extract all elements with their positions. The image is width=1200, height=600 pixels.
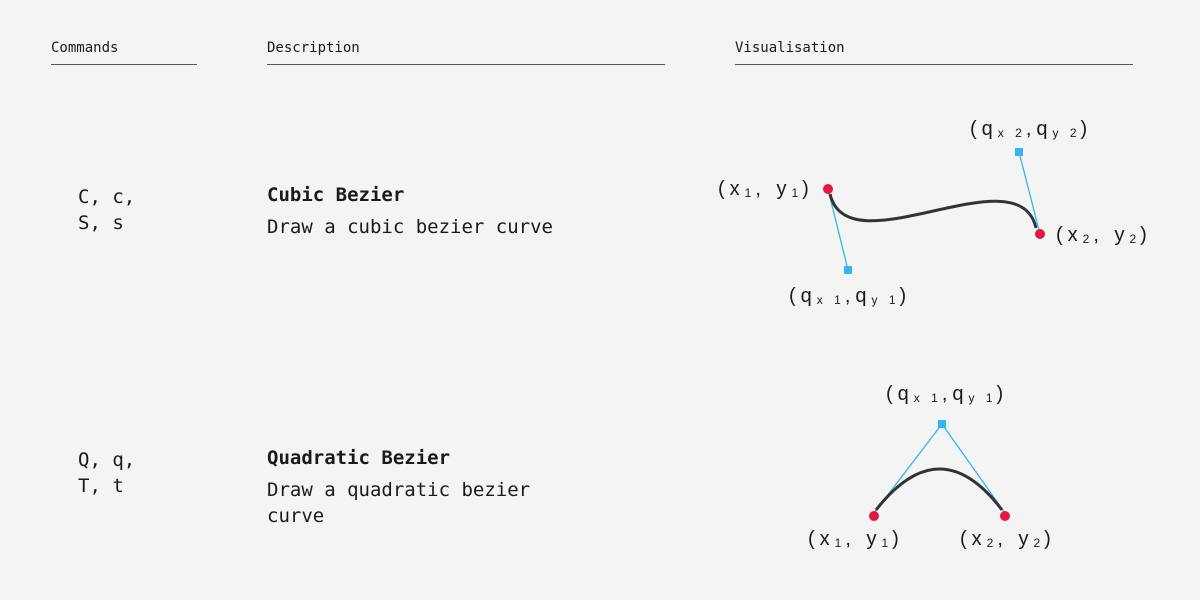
cubic-end-label: (x2, y2) (1056, 224, 1152, 247)
label-subscript: x 2 (997, 126, 1026, 140)
label-text: , y (997, 528, 1034, 550)
cubic-diagram (823, 148, 1045, 274)
label-subscript: x 1 (913, 391, 942, 405)
quad-control-point (938, 420, 946, 428)
cubic-start-label: (x1, y1) (718, 178, 814, 201)
quadratic-diagram (869, 420, 1010, 521)
label-subscript: 2 (986, 536, 998, 550)
label-subscript: 1 (744, 186, 756, 200)
cubic-curve (828, 193, 1038, 229)
header-visualisation: Visualisation (735, 40, 1133, 65)
label-text: ) (1140, 224, 1152, 246)
label-subscript: 1 (834, 536, 846, 550)
quad-end-point (1000, 511, 1010, 521)
cubic-end-point (1035, 229, 1045, 239)
label-subscript: y 2 (1052, 126, 1081, 140)
header-commands: Commands (51, 40, 197, 65)
label-text: (x (1056, 224, 1083, 246)
label-text: ,q (941, 383, 969, 405)
label-subscript: 2 (1129, 232, 1141, 246)
cubic-commands: C, c, S, s (78, 186, 136, 234)
quadratic-commands: Q, q, T, t (78, 449, 136, 497)
quad-start-point (869, 511, 879, 521)
label-text: , y (1093, 224, 1130, 246)
label-text: (x (960, 528, 987, 550)
cubic-description: Draw a cubic bezier curve (267, 216, 553, 238)
label-text: ) (1044, 528, 1056, 550)
label-subscript: x 1 (816, 293, 845, 307)
cubic-title: Cubic Bezier (267, 184, 405, 206)
cubic-start-point (823, 184, 833, 194)
label-text: ) (899, 285, 912, 307)
label-subscript: 2 (1033, 536, 1045, 550)
label-text: (q (886, 383, 914, 405)
quad-end-label: (x2, y2) (960, 528, 1056, 551)
cubic-control-1-label: (qx 1,qy 1) (789, 285, 911, 308)
label-subscript: 1 (791, 186, 803, 200)
label-text: ) (892, 528, 904, 550)
label-subscript: 2 (1082, 232, 1094, 246)
cubic-control-point-2 (1015, 148, 1023, 156)
label-text: (q (970, 118, 998, 140)
label-text: , y (845, 528, 882, 550)
label-text: (q (789, 285, 817, 307)
header-description: Description (267, 40, 665, 65)
label-text: ) (802, 178, 814, 200)
label-subscript: 1 (881, 536, 893, 550)
cubic-control-line-2 (1018, 151, 1041, 235)
label-subscript: y 1 (871, 293, 900, 307)
label-text: ,q (844, 285, 872, 307)
label-text: ) (996, 383, 1009, 405)
label-text: (x (718, 178, 745, 200)
label-subscript: y 1 (968, 391, 997, 405)
label-text: , y (755, 178, 792, 200)
label-text: ,q (1025, 118, 1053, 140)
quadratic-description: Draw a quadratic bezier curve (267, 479, 531, 527)
quad-start-label: (x1, y1) (808, 528, 904, 551)
quadratic-title: Quadratic Bezier (267, 447, 451, 469)
label-text: (x (808, 528, 835, 550)
cubic-control-line-1 (827, 188, 849, 271)
cubic-control-point-1 (844, 266, 852, 274)
quad-control-label: (qx 1,qy 1) (886, 383, 1008, 406)
cubic-control-2-label: (qx 2,qy 2) (970, 118, 1092, 141)
label-text: ) (1080, 118, 1093, 140)
quadratic-curve (874, 467, 1004, 511)
quad-control-line-2 (941, 423, 1006, 514)
